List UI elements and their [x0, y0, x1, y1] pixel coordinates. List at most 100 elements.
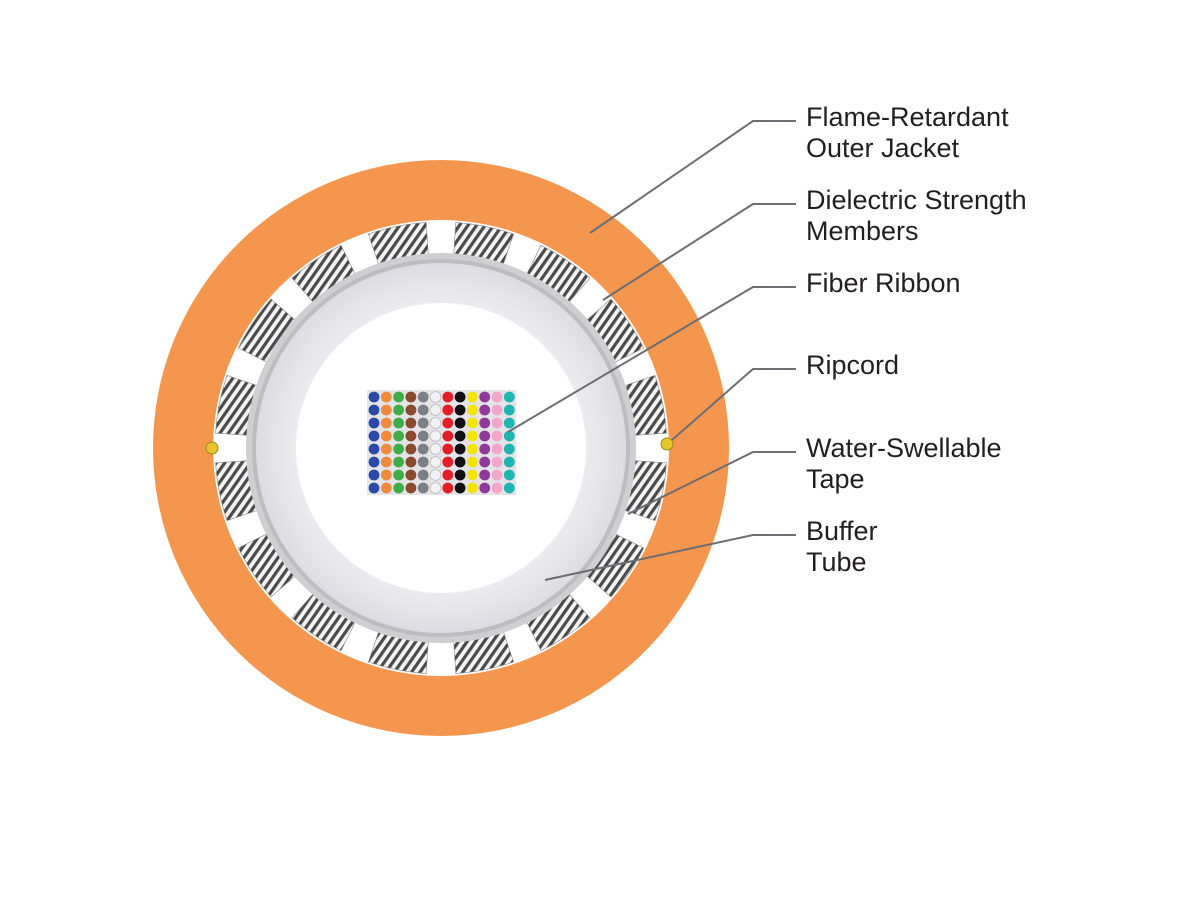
fiber-red [442, 482, 454, 494]
fiber-white [429, 443, 442, 455]
fiber-black [454, 443, 466, 455]
fiber-slate [417, 469, 429, 481]
fiber-slate [417, 391, 429, 403]
fiber-blue [368, 404, 380, 416]
fiber-green [393, 417, 404, 429]
fiber-red [442, 430, 454, 442]
ripcord-right [660, 437, 674, 451]
fiber-orange [380, 456, 392, 468]
fiber-blue [368, 417, 380, 429]
fiber-violet [479, 456, 491, 468]
fiber-orange [380, 404, 392, 416]
fiber-slate [417, 443, 429, 455]
fiber-yellow [467, 456, 478, 468]
fiber-ribbon-stack [367, 390, 517, 495]
fiber-brown [405, 456, 417, 468]
fiber-violet [479, 404, 491, 416]
fiber-orange [380, 430, 392, 442]
fiber-blue [368, 430, 380, 442]
fiber-brown [405, 430, 417, 442]
fiber-orange [380, 482, 392, 494]
fiber-brown [405, 404, 417, 416]
fiber-brown [405, 417, 417, 429]
fiber-rose [491, 482, 503, 494]
fiber-brown [405, 482, 417, 494]
fiber-aqua [503, 456, 515, 468]
fiber-violet [479, 430, 491, 442]
dielectric-strength-members [215, 222, 667, 674]
fiber-rose [491, 404, 503, 416]
fiber-yellow [467, 430, 478, 442]
fiber-orange [380, 443, 392, 455]
fiber-orange [380, 417, 392, 429]
fiber-white [429, 391, 442, 403]
fiber-brown [405, 443, 417, 455]
fiber-green [393, 430, 404, 442]
fiber-brown [405, 391, 417, 403]
ripcord-left [205, 441, 219, 455]
fiber-black [454, 404, 466, 416]
fiber-red [442, 456, 454, 468]
fiber-green [393, 469, 404, 481]
fiber-aqua [503, 417, 515, 429]
fiber-violet [479, 482, 491, 494]
fiber-white [429, 482, 442, 494]
fiber-green [393, 482, 404, 494]
fiber-red [442, 443, 454, 455]
label-outer-jacket: Flame-Retardant Outer Jacket [806, 102, 1016, 163]
fiber-brown [405, 469, 417, 481]
fiber-yellow [467, 404, 478, 416]
fiber-rose [491, 417, 503, 429]
leader-line-strength [602, 203, 796, 301]
fiber-green [393, 443, 404, 455]
fiber-black [454, 469, 466, 481]
fiber-black [454, 430, 466, 442]
leader-line-ripcord [671, 368, 796, 441]
fiber-yellow [467, 482, 478, 494]
fiber-slate [417, 482, 429, 494]
fiber-rose [491, 469, 503, 481]
fiber-white [429, 430, 442, 442]
label-fiber-ribbon: Fiber Ribbon [806, 268, 961, 298]
fiber-red [442, 417, 454, 429]
fiber-rose [491, 430, 503, 442]
fiber-orange [380, 391, 392, 403]
fiber-violet [479, 469, 491, 481]
fiber-white [429, 404, 442, 416]
fiber-yellow [467, 417, 478, 429]
fiber-black [454, 417, 466, 429]
label-water-swellable-tape: Water-Swellable Tape [806, 433, 1009, 494]
fiber-white [429, 456, 442, 468]
fiber-black [454, 456, 466, 468]
fiber-violet [479, 443, 491, 455]
fiber-orange [380, 469, 392, 481]
fiber-green [393, 456, 404, 468]
fiber-yellow [467, 469, 478, 481]
fiber-violet [479, 417, 491, 429]
label-strength-members: Dielectric Strength Members [806, 185, 1034, 246]
fiber-red [442, 404, 454, 416]
fiber-aqua [503, 430, 515, 442]
fiber-slate [417, 417, 429, 429]
fiber-black [454, 391, 466, 403]
label-buffer-tube: Buffer Tube [806, 516, 885, 577]
ribbon-matrix-background [367, 390, 517, 495]
fiber-blue [368, 456, 380, 468]
fiber-violet [479, 391, 491, 403]
fiber-aqua [503, 482, 515, 494]
fiber-aqua [503, 443, 515, 455]
fiber-white [429, 417, 442, 429]
fiber-aqua [503, 404, 515, 416]
fiber-green [393, 391, 404, 403]
fiber-green [393, 404, 404, 416]
leader-line-buffer [544, 534, 796, 581]
fiber-yellow [467, 391, 478, 403]
fiber-white [429, 469, 442, 481]
fiber-blue [368, 443, 380, 455]
fiber-slate [417, 404, 429, 416]
fiber-rose [491, 391, 503, 403]
fiber-rose [491, 456, 503, 468]
fiber-red [442, 391, 454, 403]
fiber-blue [368, 469, 380, 481]
fiber-yellow [467, 443, 478, 455]
